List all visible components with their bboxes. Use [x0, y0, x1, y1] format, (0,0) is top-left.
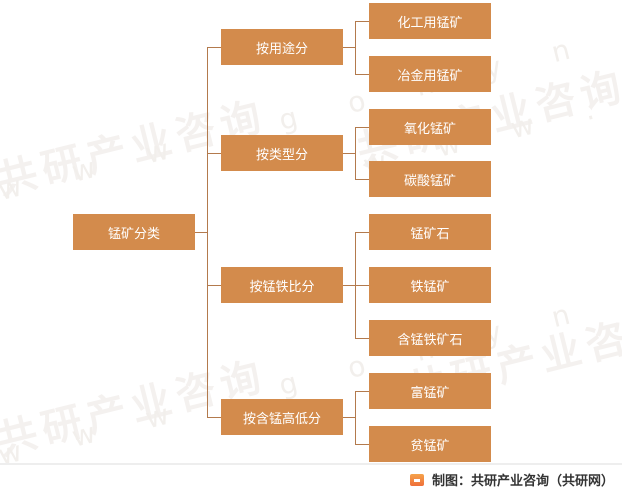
- connector: [207, 47, 221, 48]
- connector: [207, 285, 221, 286]
- leaf-node: 氧化锰矿: [369, 109, 491, 145]
- connector: [195, 232, 207, 233]
- connector: [355, 444, 369, 445]
- root-node: 锰矿分类: [73, 214, 195, 250]
- credit-text: 制图：共研产业咨询（共研网）: [431, 474, 614, 489]
- connector: [355, 127, 369, 128]
- connector-trunk: [207, 47, 208, 417]
- leaf-node: 含锰铁矿石: [369, 320, 491, 356]
- connector: [355, 21, 369, 22]
- connector-trunk: [355, 127, 356, 179]
- leaf-node: 贫锰矿: [369, 426, 491, 462]
- leaf-node: 化工用锰矿: [369, 3, 491, 39]
- category-node-type: 按类型分: [221, 135, 343, 171]
- connector: [207, 417, 221, 418]
- category-node-mn-fe-ratio: 按锰铁比分: [221, 267, 343, 303]
- connector: [355, 391, 369, 392]
- category-node-usage: 按用途分: [221, 29, 343, 65]
- connector: [343, 47, 355, 48]
- source-credit: 制图：共研产业咨询（共研网）: [409, 470, 614, 489]
- brand-logo-icon: [409, 473, 424, 486]
- leaf-node: 冶金用锰矿: [369, 56, 491, 92]
- connector: [343, 153, 355, 154]
- leaf-node: 碳酸锰矿: [369, 161, 491, 197]
- connector: [355, 285, 369, 286]
- connector: [355, 74, 369, 75]
- connector-trunk: [355, 21, 356, 74]
- connector-trunk: [355, 391, 356, 444]
- connector: [355, 232, 369, 233]
- connector: [343, 285, 355, 286]
- leaf-node: 锰矿石: [369, 214, 491, 250]
- connector: [207, 153, 221, 154]
- connector: [355, 338, 369, 339]
- leaf-node: 富锰矿: [369, 373, 491, 409]
- footer-divider: [0, 463, 622, 465]
- connector: [343, 417, 355, 418]
- category-node-mn-content: 按含锰高低分: [221, 399, 343, 435]
- leaf-node: 铁锰矿: [369, 267, 491, 303]
- connector: [355, 179, 369, 180]
